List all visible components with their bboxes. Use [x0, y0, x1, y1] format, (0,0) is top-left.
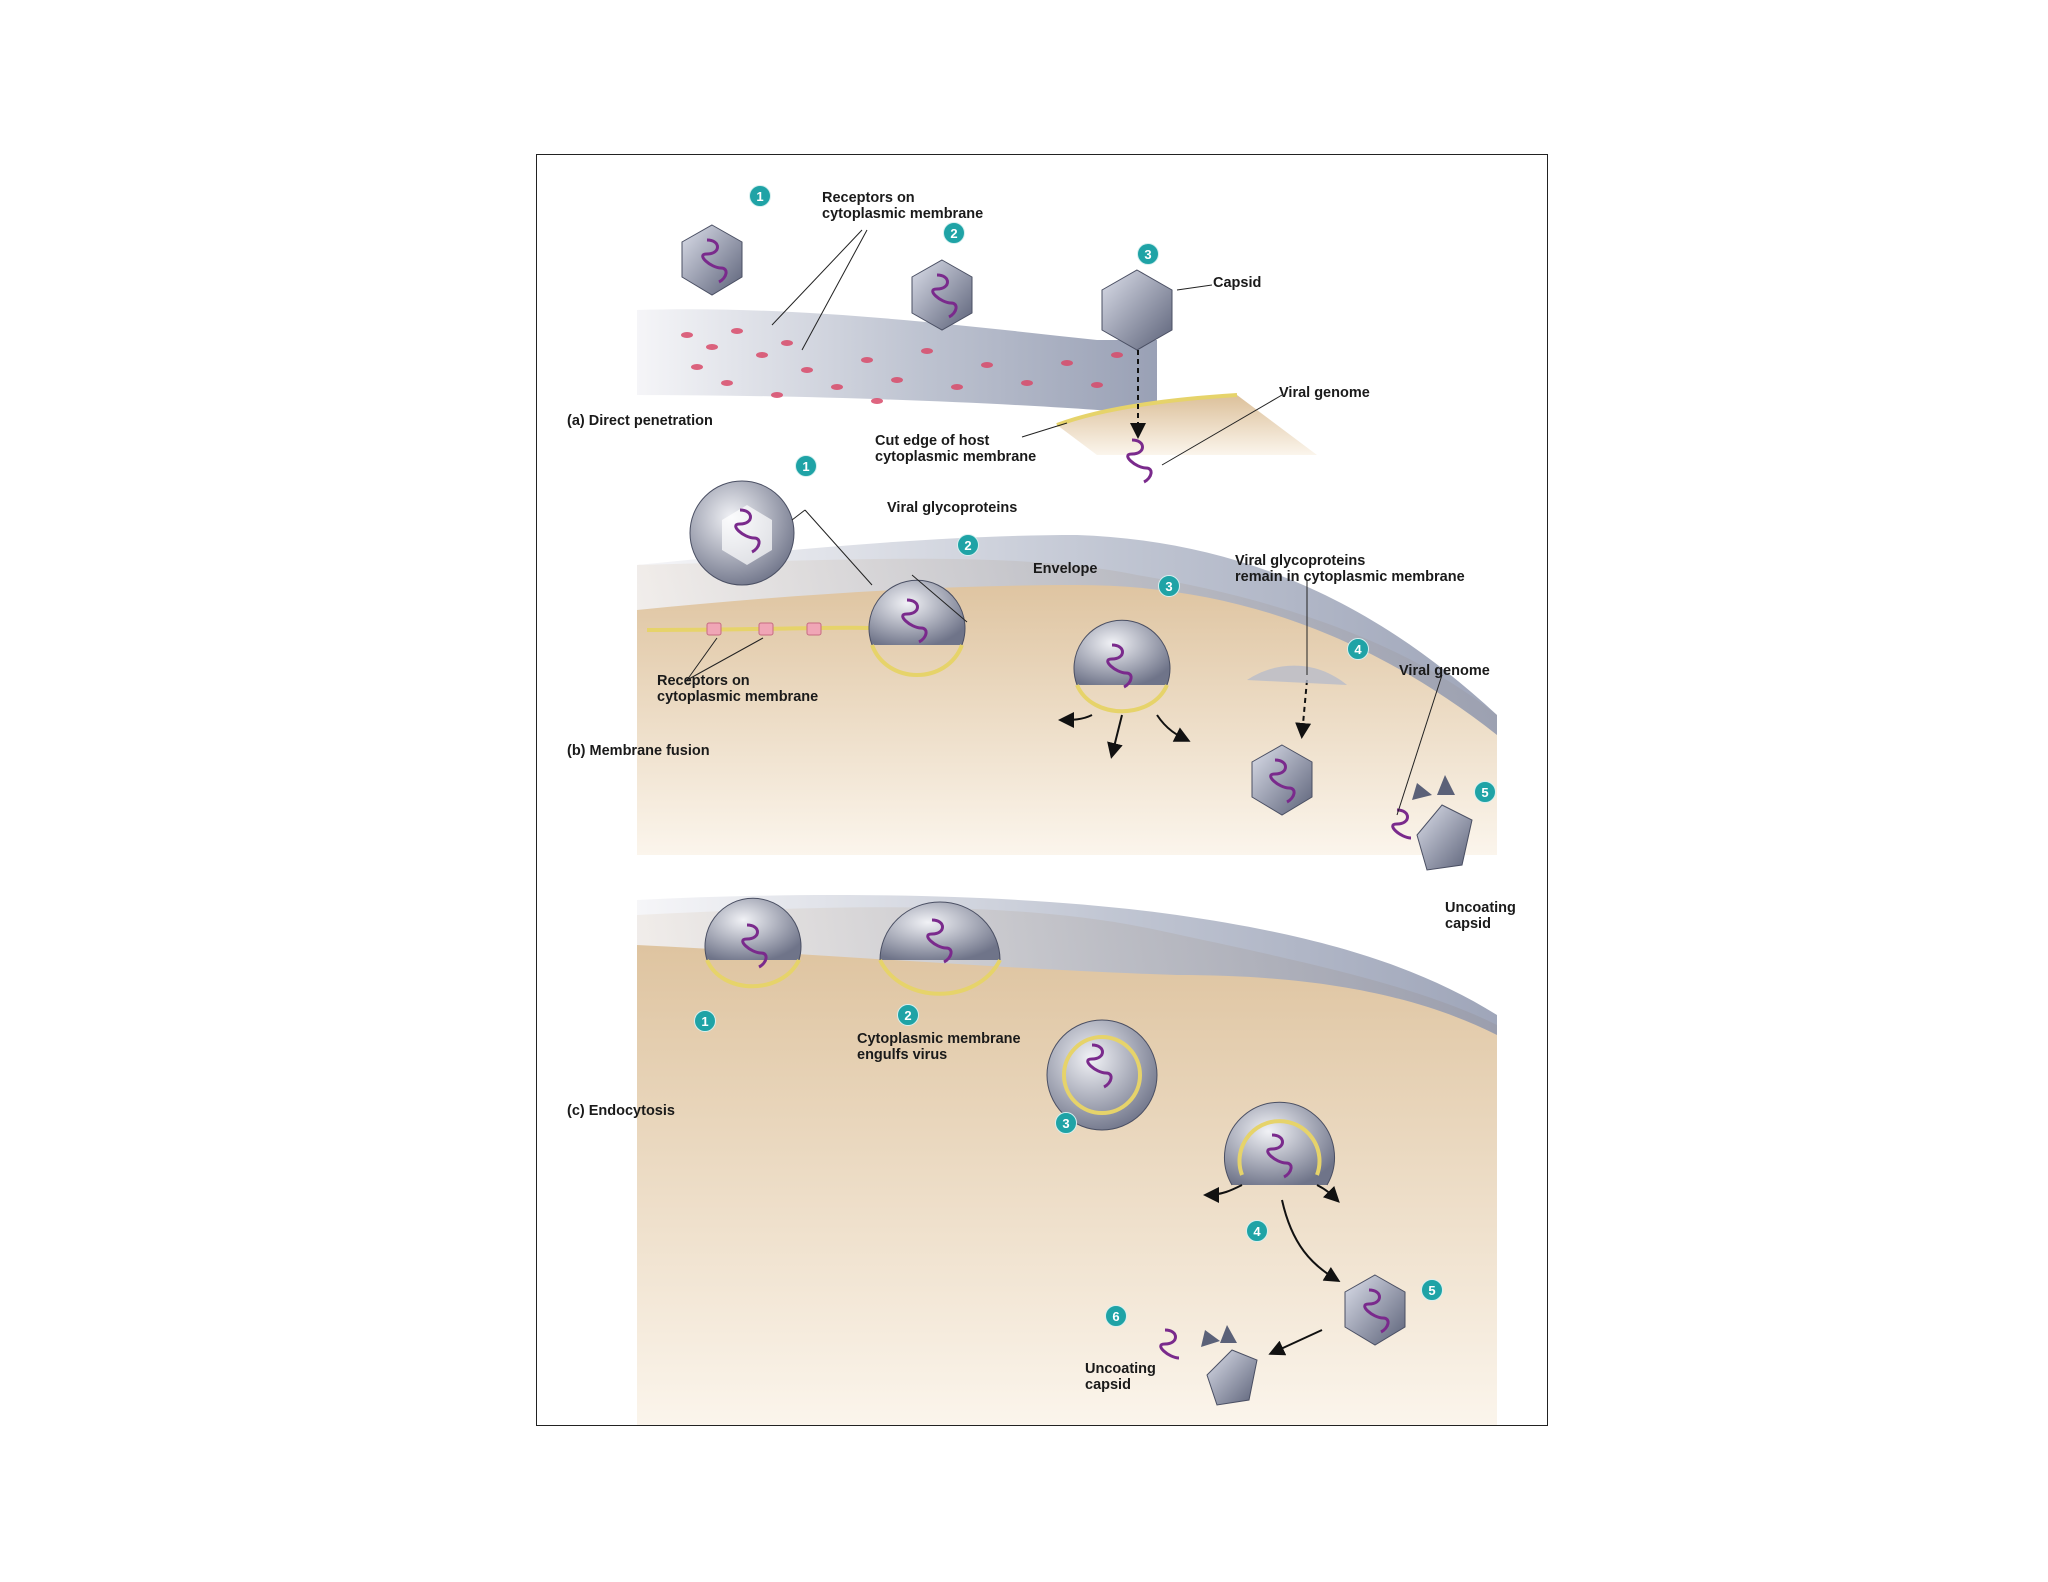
virus-a3-capsid [1101, 269, 1173, 351]
step-badge-c6: 6 [1105, 1305, 1127, 1327]
step-badge-a2: 2 [943, 222, 965, 244]
engulfs-virus-label: Cytoplasmic membrane engulfs virus [857, 1031, 1021, 1063]
virus-a2 [911, 259, 973, 331]
uncoating-capsid-label-b: Uncoating capsid [1445, 900, 1516, 932]
vesicle-c4 [1224, 1101, 1335, 1186]
envelope-label: Envelope [1033, 561, 1098, 577]
uncoating-capsid-label-c: Uncoating capsid [1085, 1361, 1156, 1393]
step-badge-a3: 3 [1137, 243, 1159, 265]
leader-lines-b [686, 509, 1443, 816]
virus-c2 [878, 901, 1002, 996]
viral-glycoproteins-label: Viral glycoproteins [887, 500, 1018, 516]
step-badge-b1: 1 [795, 455, 817, 477]
virus-b3 [1073, 619, 1171, 714]
receptors-b [706, 622, 822, 636]
panel-b-title: (b) Membrane fusion [567, 743, 710, 759]
step-badge-a1: 1 [749, 185, 771, 207]
virus-entry-figure: (a) Direct penetration Receptors on cyto… [536, 154, 1548, 1426]
vesicle-c3 [1046, 1019, 1158, 1131]
receptors-label-a: Receptors on cytoplasmic membrane [822, 190, 984, 222]
panel-c-artwork [637, 895, 1497, 1425]
receptor-dots-a [681, 328, 1123, 404]
viral-genome-label-a: Viral genome [1279, 385, 1370, 401]
leader-lines-a [771, 229, 1283, 466]
panel-a-artwork [637, 224, 1317, 484]
cut-edge-label: Cut edge of host cytoplasmic membrane [875, 433, 1037, 465]
step-badge-c3: 3 [1055, 1112, 1077, 1134]
viral-genome-label-b: Viral genome [1399, 663, 1490, 679]
capsid-label: Capsid [1213, 275, 1262, 291]
virus-a1 [681, 224, 743, 296]
virus-c1 [704, 897, 802, 989]
step-badge-b4: 4 [1347, 638, 1369, 660]
panel-a-title: (a) Direct penetration [567, 413, 713, 429]
panel-c-title: (c) Endocytosis [567, 1103, 675, 1119]
step-badge-b5: 5 [1474, 781, 1496, 803]
step-badge-b3: 3 [1158, 575, 1180, 597]
step-badge-c4: 4 [1246, 1220, 1268, 1242]
virus-c5 [1344, 1274, 1406, 1346]
step-badge-b2: 2 [957, 534, 979, 556]
virus-b1 [689, 480, 795, 586]
genome-a [1126, 438, 1153, 484]
step-badge-c2: 2 [897, 1004, 919, 1026]
diagram-artwork [637, 224, 1497, 1425]
receptors-label-b: Receptors on cytoplasmic membrane [657, 673, 819, 705]
uncoating-capsid-c [1159, 1325, 1258, 1406]
glycoproteins-remain-label: Viral glycoproteins remain in cytoplasmi… [1235, 553, 1465, 585]
uncoating-capsid-b [1391, 775, 1473, 871]
virus-b2 [868, 579, 966, 677]
virus-b4 [1251, 744, 1313, 816]
panel-b-artwork [637, 480, 1497, 871]
step-badge-c5: 5 [1421, 1279, 1443, 1301]
step-badge-c1: 1 [694, 1010, 716, 1032]
